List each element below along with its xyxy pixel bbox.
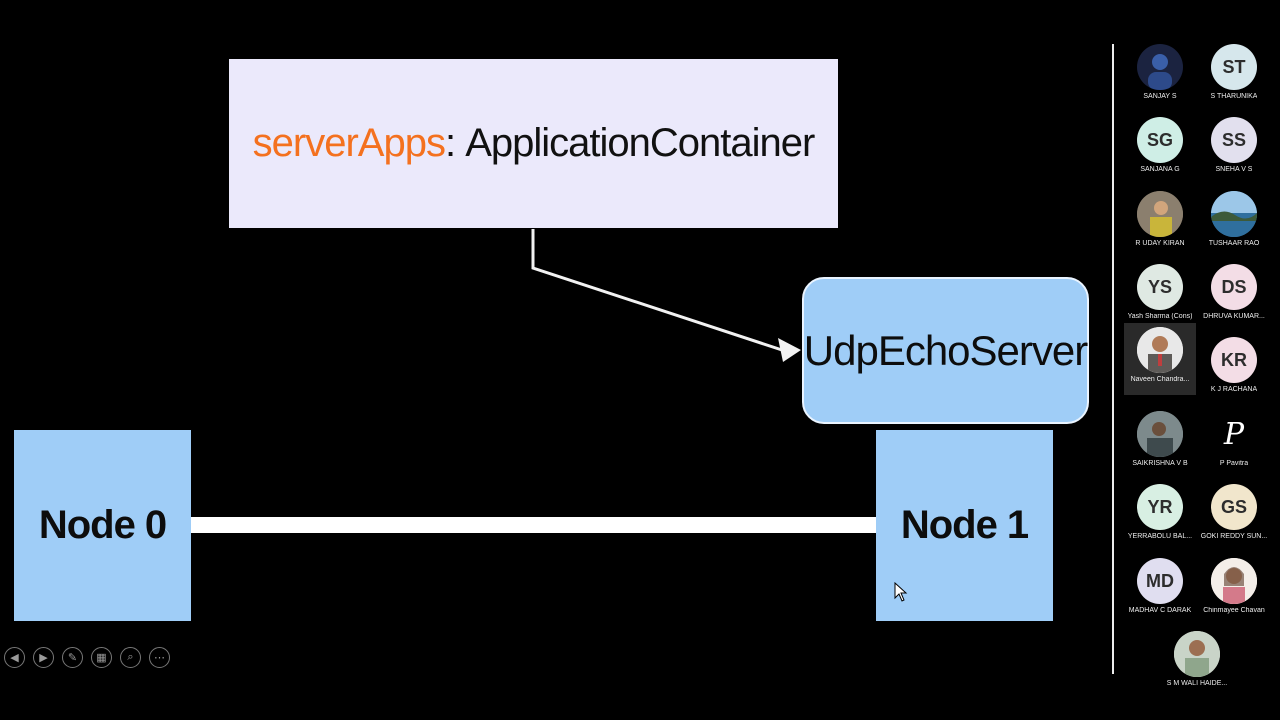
participant-avatar: GS <box>1211 484 1257 530</box>
app-container-prefix: serverApps <box>252 121 446 165</box>
app-container-type: ApplicationContainer <box>465 121 815 165</box>
pen-icon[interactable]: ✎ <box>62 647 83 668</box>
person-photo-icon <box>1211 558 1257 604</box>
participant-name: GOKI REDDY SUN... <box>1200 533 1268 540</box>
participant-tile[interactable]: DS DHRUVA KUMAR... <box>1198 260 1270 332</box>
person-photo-icon <box>1137 327 1183 373</box>
slideshow-controls: ◀ ▶ ✎ ▦ ⌕ ⋯ <box>4 647 170 668</box>
node-0-label: Node 0 <box>38 503 167 547</box>
zoom-icon[interactable]: ⌕ <box>120 647 141 668</box>
participant-tile[interactable]: SG SANJANA G <box>1124 113 1196 185</box>
participant-name: DHRUVA KUMAR... <box>1203 313 1265 320</box>
participant-avatar <box>1174 631 1220 677</box>
participant-name: Naveen Chandra... <box>1130 376 1190 383</box>
participant-name: SAIKRISHNA V B <box>1132 460 1188 467</box>
application-container-box: serverApps: ApplicationContainer <box>229 59 838 228</box>
previous-slide-icon[interactable]: ◀ <box>4 647 25 668</box>
participant-avatar <box>1137 327 1183 373</box>
connector-arrow <box>531 229 801 362</box>
participant-name: R UDAY KIRAN <box>1135 240 1185 247</box>
participant-tile[interactable]: S M WALI HAIDE... <box>1161 627 1233 699</box>
participant-avatar: P <box>1211 411 1257 457</box>
dark-profile-icon <box>1148 54 1172 90</box>
app-container-separator: : <box>444 121 466 165</box>
participant-avatar: ST <box>1211 44 1257 90</box>
participant-name: S THARUNIKA <box>1210 93 1258 100</box>
participant-tile[interactable]: SS SNEHA V S <box>1198 113 1270 185</box>
participant-avatar: SS <box>1211 117 1257 163</box>
person-photo-icon <box>1137 191 1183 237</box>
participant-avatar: KR <box>1211 337 1257 383</box>
participant-tile-active-speaker[interactable]: Naveen Chandra... <box>1124 323 1196 395</box>
person-photo-icon <box>1137 411 1183 457</box>
participant-name: MADHAV C DARAK <box>1128 607 1192 614</box>
participant-avatar <box>1137 411 1183 457</box>
presentation-slide: serverApps: ApplicationContainer UdpEcho… <box>4 59 1089 668</box>
participant-avatar: MD <box>1137 558 1183 604</box>
participant-name: Chinmayee Chavan <box>1203 607 1265 614</box>
participant-avatar <box>1211 558 1257 604</box>
participant-avatar <box>1211 191 1257 237</box>
participant-tile[interactable]: R UDAY KIRAN <box>1124 187 1196 259</box>
participant-name: YERRABOLU BAL... <box>1127 533 1193 540</box>
participant-name: K J RACHANA <box>1210 386 1258 393</box>
node-0-box: Node 0 <box>14 430 191 621</box>
participant-avatar: YR <box>1137 484 1183 530</box>
participant-avatar: DS <box>1211 264 1257 310</box>
participant-tile[interactable]: SAIKRISHNA V B <box>1124 407 1196 479</box>
node-1-box: Node 1 <box>876 430 1053 621</box>
participant-tile[interactable]: SANJAY S <box>1124 40 1196 112</box>
participant-tile[interactable]: Chinmayee Chavan <box>1198 554 1270 626</box>
participant-name: S M WALI HAIDE... <box>1166 680 1228 687</box>
participant-name: Yash Sharma (Cons) <box>1127 313 1193 320</box>
participant-name: SANJAY S <box>1143 93 1177 100</box>
node-1-label: Node 1 <box>900 503 1029 547</box>
participant-tile[interactable]: P P Pavitra <box>1198 407 1270 479</box>
node-link <box>191 517 876 533</box>
participant-name: SNEHA V S <box>1215 166 1253 173</box>
panel-divider <box>1112 44 1114 674</box>
participant-tile[interactable]: GS GOKI REDDY SUN... <box>1198 480 1270 552</box>
next-slide-icon[interactable]: ▶ <box>33 647 54 668</box>
participant-avatar: SG <box>1137 117 1183 163</box>
person-photo-icon <box>1174 631 1220 677</box>
participant-name: P Pavitra <box>1219 460 1249 467</box>
participant-name: SANJANA G <box>1140 166 1180 173</box>
mouse-cursor-icon <box>894 582 908 602</box>
slides-grid-icon[interactable]: ▦ <box>91 647 112 668</box>
participant-tile[interactable]: MD MADHAV C DARAK <box>1124 554 1196 626</box>
udp-echo-server-label: UdpEchoServer <box>803 326 1088 374</box>
udp-echo-server-box: UdpEchoServer <box>802 277 1089 424</box>
participant-tile[interactable]: ST S THARUNIKA <box>1198 40 1270 112</box>
participant-avatar <box>1137 44 1183 90</box>
participant-name: TUSHAAR RAO <box>1208 240 1260 247</box>
participant-tile[interactable]: KR K J RACHANA <box>1198 333 1270 405</box>
landscape-photo-icon <box>1211 191 1257 237</box>
participant-tile[interactable]: YS Yash Sharma (Cons) <box>1124 260 1196 332</box>
more-options-icon[interactable]: ⋯ <box>149 647 170 668</box>
participant-tile[interactable]: YR YERRABOLU BAL... <box>1124 480 1196 552</box>
participant-tile[interactable]: TUSHAAR RAO <box>1198 187 1270 259</box>
participant-avatar: YS <box>1137 264 1183 310</box>
participant-avatar <box>1137 191 1183 237</box>
